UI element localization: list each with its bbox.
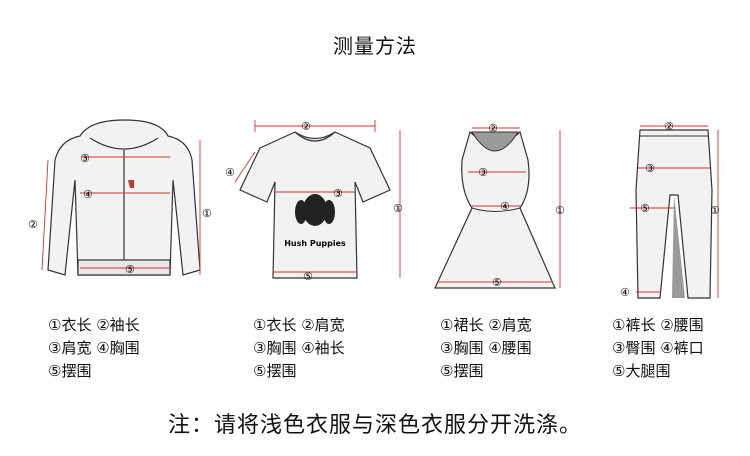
dress-drawing: ② ③ ④ ① ⑤: [434, 122, 565, 289]
tshirt-marker-1: ①: [393, 202, 403, 215]
legend-line: ⑤摆围: [440, 362, 484, 380]
legend-line: ⑤大腿围: [612, 362, 671, 380]
wash-note: 注：请将浅色衣服与深色衣服分开洗涤。: [167, 413, 582, 438]
jacket-marker-4: ④: [83, 188, 93, 201]
pants-legend: ①裤长 ②腰围 ③臀围 ④裤口 ⑤大腿围: [612, 314, 704, 383]
tshirt-marker-5: ⑤: [303, 270, 313, 283]
dress-diagram: ② ③ ④ ① ⑤: [410, 100, 600, 310]
dress-marker-1: ①: [555, 204, 565, 217]
pants-diagram: ② ③ ⑤ ① ④: [600, 100, 750, 310]
tshirt-marker-3: ③: [333, 187, 343, 200]
legend-line: ⑤摆围: [253, 362, 297, 380]
tshirt-marker-4: ④: [225, 166, 235, 179]
legend-line: ③胸围 ④腰围: [440, 339, 532, 357]
logo-dog-icon: [295, 194, 335, 226]
pants-marker-1: ①: [710, 204, 720, 217]
pants-drawing: ② ③ ⑤ ① ④: [620, 120, 720, 299]
jacket-marker-3: ③: [80, 152, 90, 165]
legend-line: ③臀围 ④裤口: [612, 339, 704, 357]
dress-marker-4: ④: [500, 200, 510, 213]
page-title: 测量方法: [333, 34, 417, 58]
legend-line: ①裙长 ②肩宽: [440, 316, 532, 334]
pants-marker-3: ③: [645, 162, 655, 175]
dress-marker-5: ⑤: [492, 276, 502, 289]
logo-dog-icon: [128, 180, 134, 188]
tshirt-diagram: Hush Puppies ② ④ ③ ① ⑤: [215, 100, 415, 310]
pants-marker-2: ②: [664, 120, 674, 133]
legend-line: ①裤长 ②腰围: [612, 316, 704, 334]
jacket-marker-5: ⑤: [125, 263, 135, 276]
tshirt-marker-2: ②: [301, 120, 311, 133]
jacket-legend: ①衣长 ②袖长 ③肩宽 ④胸围 ⑤摆围: [48, 314, 140, 383]
dress-marker-3: ③: [478, 166, 488, 179]
jacket-marker-1: ①: [202, 207, 212, 220]
legend-line: ①衣长 ②肩宽: [253, 316, 345, 334]
pants-marker-5: ⑤: [640, 202, 650, 215]
jacket-drawing: ③ ④ ② ⑤ ①: [28, 119, 212, 276]
dress-marker-2: ②: [488, 122, 498, 135]
pants-marker-4: ④: [620, 286, 630, 299]
tshirt-drawing: Hush Puppies ② ④ ③ ① ⑤: [225, 120, 403, 283]
jacket-diagram: ③ ④ ② ⑤ ①: [20, 100, 220, 310]
legend-line: ⑤摆围: [48, 362, 92, 380]
brand-label: Hush Puppies: [284, 239, 346, 248]
tshirt-legend: ①衣长 ②肩宽 ③胸围 ④袖长 ⑤摆围: [253, 314, 345, 383]
legend-line: ③胸围 ④袖长: [253, 339, 345, 357]
jacket-marker-2: ②: [28, 218, 38, 231]
dress-legend: ①裙长 ②肩宽 ③胸围 ④腰围 ⑤摆围: [440, 314, 532, 383]
legend-line: ①衣长 ②袖长: [48, 316, 140, 334]
legend-line: ③肩宽 ④胸围: [48, 339, 140, 357]
